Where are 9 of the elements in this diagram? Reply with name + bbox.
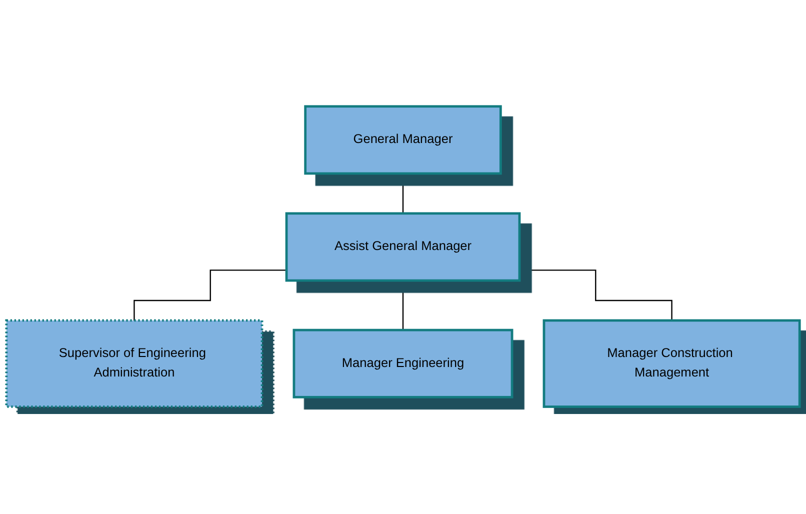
node-box: Supervisor of Engineering Administration <box>5 320 264 408</box>
node-box: Assist General Manager <box>285 212 521 282</box>
connector <box>402 280 404 332</box>
node-box: Manager Construction Management <box>542 320 801 408</box>
connector <box>402 173 404 214</box>
node-box: General Manager <box>304 106 502 176</box>
connector <box>134 270 287 322</box>
connector <box>519 270 672 322</box>
node-box: Manager Engineering <box>292 329 514 399</box>
